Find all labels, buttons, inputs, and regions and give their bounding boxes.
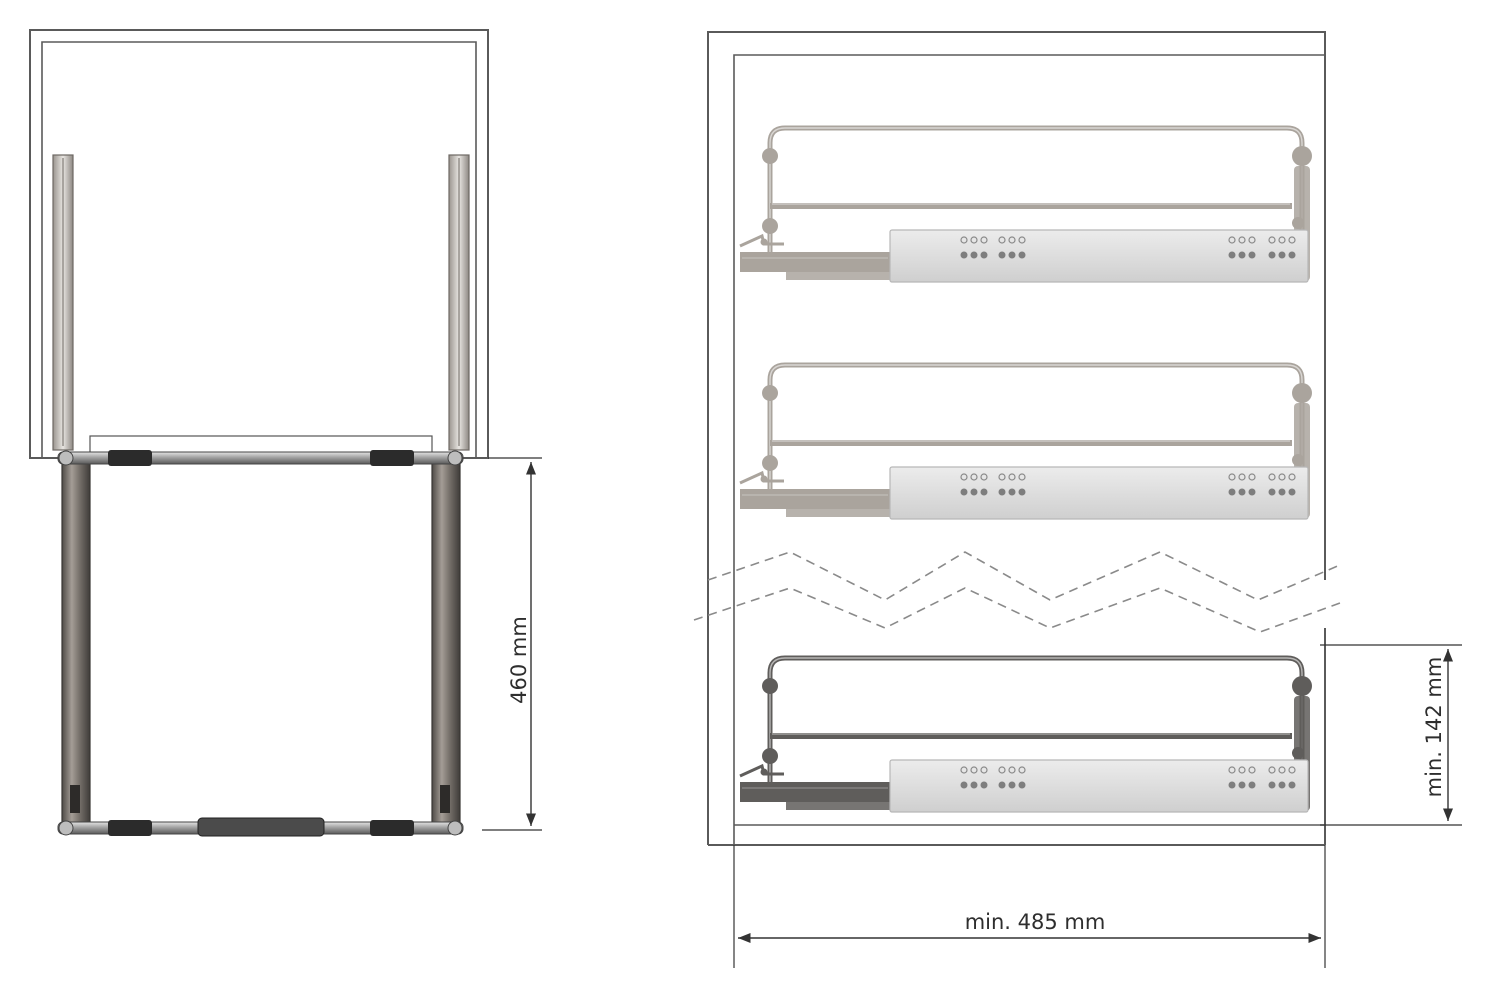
height-dimension-label: min. 142 mm xyxy=(1422,657,1446,798)
front-handle xyxy=(197,817,325,837)
right-rail-extended xyxy=(431,454,461,831)
top-view: 460 mm xyxy=(29,29,542,837)
cabinet-outline-top-view xyxy=(29,29,489,459)
left-rail-extended xyxy=(61,454,91,831)
basket-top-faded xyxy=(740,128,1312,282)
front-view: min. 142 mm min. 485 mm xyxy=(693,31,1462,968)
back-crossbar xyxy=(57,451,464,465)
basket-bottom xyxy=(740,658,1312,812)
basket-middle-faded xyxy=(740,365,1312,519)
cabinet-outline-front-view xyxy=(707,31,1326,845)
cabinet-inner-wall xyxy=(41,41,477,458)
break-line xyxy=(693,551,1341,633)
width-dimension-label: min. 485 mm xyxy=(965,910,1106,934)
depth-dimension-label: 460 mm xyxy=(507,616,531,704)
